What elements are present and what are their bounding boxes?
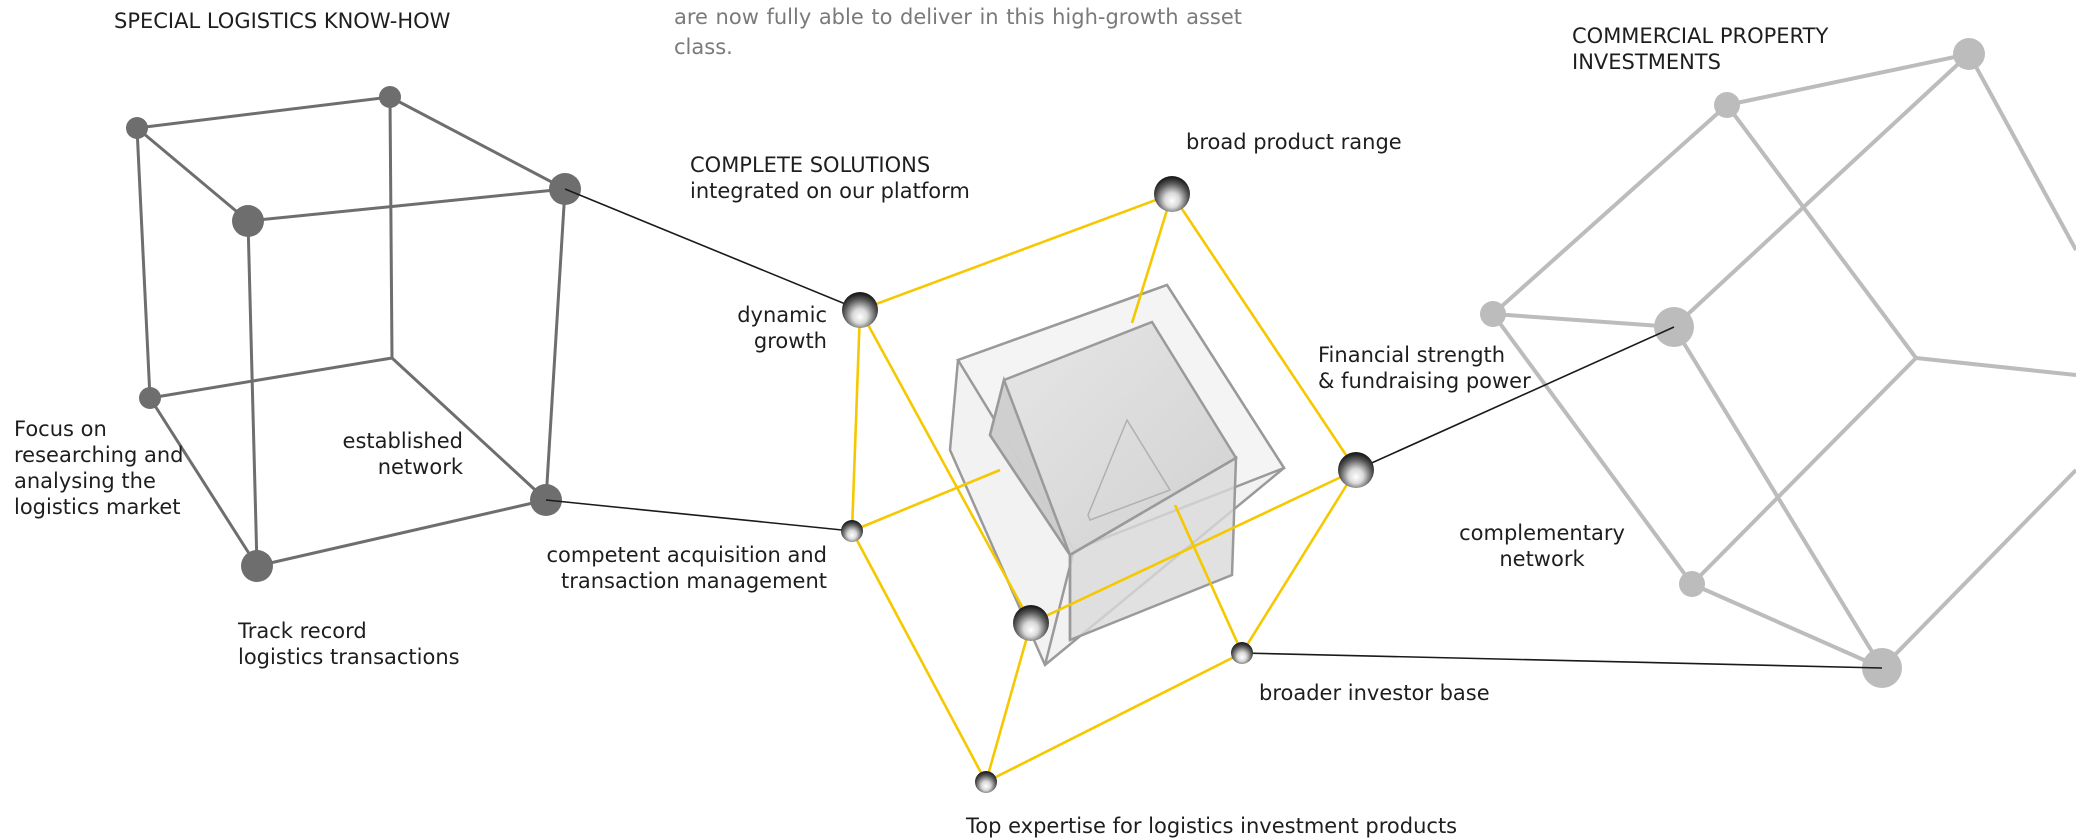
sphere-dynamic-growth xyxy=(842,292,878,328)
sphere-financial xyxy=(1338,452,1374,488)
right-cube-title: COMMERCIAL PROPERTY INVESTMENTS xyxy=(1572,23,1828,75)
complementary-line: complementary xyxy=(1459,521,1625,545)
left-cube xyxy=(135,95,567,568)
network-label: established network xyxy=(320,428,463,480)
broad-product-label: broad product range xyxy=(1186,130,1402,154)
focus-line: logistics market xyxy=(14,495,181,519)
track-record-label: Track record logistics transactions xyxy=(238,618,460,670)
complementary-line: network xyxy=(1499,547,1585,571)
left-node xyxy=(232,205,264,237)
left-cube-nodes xyxy=(126,86,581,582)
dynamic-line: growth xyxy=(753,329,827,353)
right-node xyxy=(1953,38,1985,70)
acquisition-line: competent acquisition and xyxy=(546,543,827,567)
center-frame xyxy=(850,192,1358,784)
left-node xyxy=(241,550,273,582)
network-line: established xyxy=(342,429,463,453)
sphere-acquisition xyxy=(841,520,863,542)
investor-base-label: broader investor base xyxy=(1259,681,1490,705)
track-line: logistics transactions xyxy=(238,645,460,669)
right-node xyxy=(1679,571,1705,597)
sphere-expertise xyxy=(975,771,997,793)
center-title-block: COMPLETE SOLUTIONS integrated on our pla… xyxy=(690,152,970,204)
complementary-label: complementary network xyxy=(1452,520,1632,572)
dynamic-line: dynamic xyxy=(737,303,827,327)
center-boxes xyxy=(948,283,1286,668)
financial-line: Financial strength xyxy=(1318,343,1506,367)
center-subtitle: integrated on our platform xyxy=(690,179,970,203)
intro-paragraph: are now fully able to deliver in this hi… xyxy=(674,5,1242,59)
acquisition-label: competent acquisition and transaction ma… xyxy=(520,542,827,594)
sphere-center-front xyxy=(1013,605,1049,641)
center-title: COMPLETE SOLUTIONS xyxy=(690,153,931,177)
right-node xyxy=(1714,92,1740,118)
focus-line: researching and xyxy=(14,443,184,467)
left-cube-title: SPECIAL LOGISTICS KNOW-HOW xyxy=(114,9,451,33)
right-node xyxy=(1480,301,1506,327)
right-cube xyxy=(1491,52,2076,670)
focus-label: Focus on researching and analysing the l… xyxy=(14,416,184,520)
expertise-label: Top expertise for logistics investment p… xyxy=(966,814,1458,838)
connectors xyxy=(545,188,1883,669)
focus-line: Focus on xyxy=(14,417,107,441)
sphere-broad-product xyxy=(1154,176,1190,212)
dynamic-growth-label: dynamic growth xyxy=(700,302,827,354)
left-node xyxy=(126,117,148,139)
sphere-investor xyxy=(1231,642,1253,664)
focus-line: analysing the xyxy=(14,469,156,493)
financial-line: & fundraising power xyxy=(1318,369,1531,393)
right-title-line: INVESTMENTS xyxy=(1572,50,1721,74)
right-title-line: COMMERCIAL PROPERTY xyxy=(1572,24,1829,48)
center-spheres xyxy=(841,176,1374,793)
acquisition-line: transaction management xyxy=(561,569,827,593)
network-line: network xyxy=(377,455,463,479)
left-node xyxy=(139,387,161,409)
track-line: Track record xyxy=(238,619,367,643)
left-node xyxy=(379,86,401,108)
financial-label: Financial strength & fundraising power xyxy=(1318,342,1531,394)
